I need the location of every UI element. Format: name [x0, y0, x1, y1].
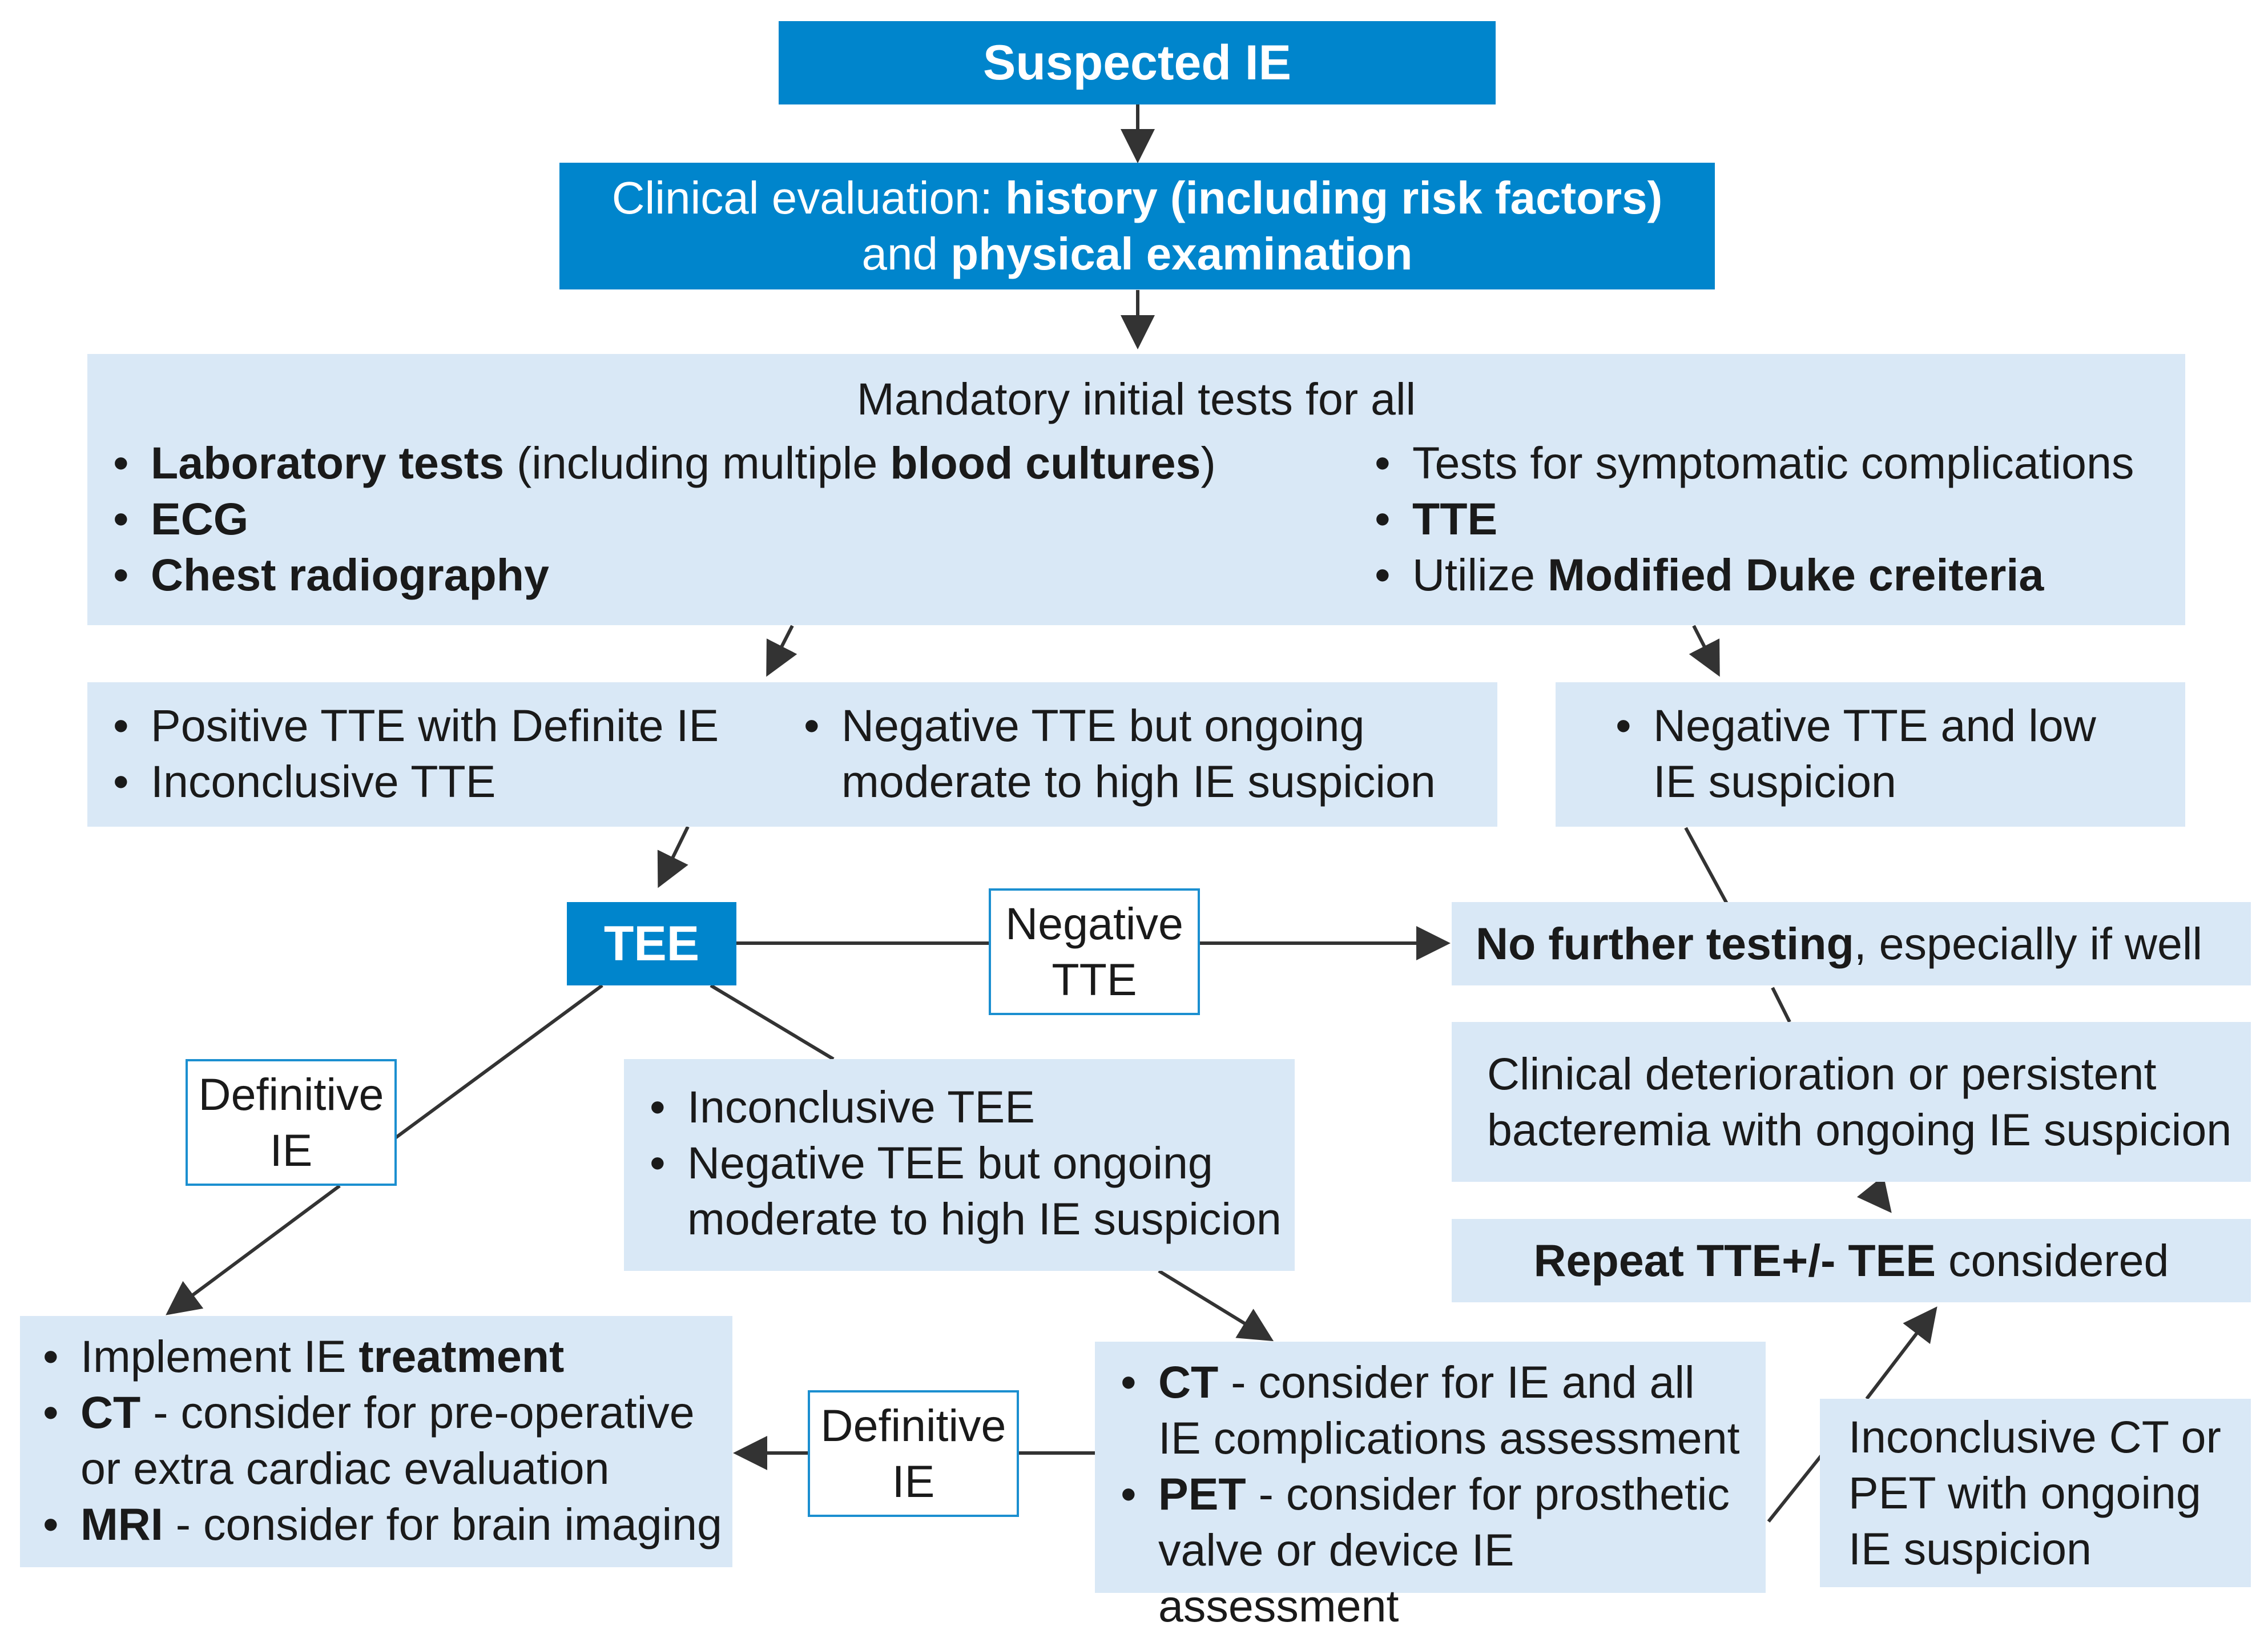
tee-box: TEE [567, 902, 736, 985]
arrow-mandatory-to-tte-results [766, 625, 797, 677]
repeat-bold: Repeat TTE+/- TEE [1533, 1235, 1936, 1286]
no-further-bold: No further testing [1476, 918, 1854, 969]
arrow-deterioration-to-repeat [1856, 1176, 1892, 1213]
list-item-implement: Implement IE treatment [43, 1329, 722, 1385]
tee-results-list: Inconclusive TEE Negative TEE but ongoin… [650, 1079, 1282, 1247]
tte-results-box: Positive TTE with Definite IE Inconclusi… [87, 682, 1497, 827]
line-to-deterioration [1771, 987, 1791, 1023]
clinical-evaluation-box: Clinical evaluation: history (including … [559, 163, 1715, 289]
list-item-inconclusive-tte: Inconclusive TTE [113, 754, 719, 810]
no-further-rest: , especially if well [1854, 918, 2203, 969]
inconclusive-ct-line-2: PET with ongoing [1848, 1467, 2201, 1518]
list-item-duke: Utilize Modified Duke creiteria [1375, 547, 2134, 603]
tee-results-box: Inconclusive TEE Negative TEE but ongoin… [624, 1059, 1295, 1271]
mandatory-heading: Mandatory initial tests for all [856, 373, 1416, 424]
mandatory-right-list: Tests for symptomatic complications TTE … [1375, 435, 2134, 603]
line-tee-to-tee-results [710, 984, 835, 1061]
deterioration-box: Clinical deterioration or persistent bac… [1452, 1022, 2251, 1182]
line-tee-to-definitive-1 [393, 984, 603, 1141]
inconclusive-ct-line-1: Inconclusive CT or [1848, 1411, 2221, 1462]
definitive-ie-label-1: Definitive IE [186, 1059, 397, 1186]
arrow-mandatory-to-tte-low [1689, 625, 1720, 677]
arrow-tte-results-to-tee [657, 826, 690, 888]
arrow-inconclusive-ct-to-repeat [1865, 1306, 1937, 1400]
list-item-complications: Tests for symptomatic complications [1375, 435, 2134, 491]
list-item-positive-tte: Positive TTE with Definite IE [113, 698, 719, 754]
definitive-ie-label-2: Definitive IE [808, 1390, 1019, 1517]
inconclusive-ct-line-3: IE suspicion [1848, 1523, 2092, 1574]
list-item-tte: TTE [1375, 491, 2134, 547]
treatment-box: Implement IE treatment CT - consider for… [20, 1316, 732, 1567]
list-item-mri: MRI - consider for brain imaging [43, 1496, 722, 1552]
suspected-ie-box: Suspected IE [779, 21, 1496, 104]
mandatory-tests-box: Mandatory initial tests for all Laborato… [87, 354, 2185, 625]
deterioration-line-1: Clinical deterioration or persistent [1487, 1048, 2157, 1099]
clinical-line-1: Clinical evaluation: history (including … [611, 172, 1663, 223]
suspected-ie-title: Suspected IE [982, 35, 1292, 90]
inconclusive-ct-pet-box: Inconclusive CT or PET with ongoing IE s… [1820, 1399, 2251, 1587]
deterioration-line-2: bacteremia with ongoing IE suspicion [1487, 1104, 2232, 1155]
arrow-tee-results-to-ct-pet [1158, 1269, 1274, 1342]
list-item-ecg: ECG [113, 491, 1216, 547]
arrow-definitive-1-to-treatment [166, 1184, 341, 1315]
clinical-line-2: and physical examination [861, 228, 1413, 279]
list-item-chest: Chest radiography [113, 547, 1216, 603]
list-item-inconclusive-tee: Inconclusive TEE [650, 1079, 1282, 1135]
treatment-list: Implement IE treatment CT - consider for… [43, 1329, 722, 1552]
repeat-rest: considered [1948, 1235, 2169, 1286]
tte-results-left-list: Positive TTE with Definite IE Inconclusi… [113, 698, 719, 810]
tee-title: TEE [603, 916, 700, 971]
repeat-tte-box: Repeat TTE+/- TEE considered [1452, 1219, 2251, 1302]
line-ct-pet-to-inconclusive-ct [1767, 1455, 1823, 1523]
list-item-lab-tests: Laboratory tests (including multiple blo… [113, 435, 1216, 491]
mandatory-left-list: Laboratory tests (including multiple blo… [113, 435, 1216, 603]
no-further-testing-box: No further testing, especially if well [1452, 902, 2251, 985]
negative-tte-label: Negative TTE [989, 888, 1200, 1015]
